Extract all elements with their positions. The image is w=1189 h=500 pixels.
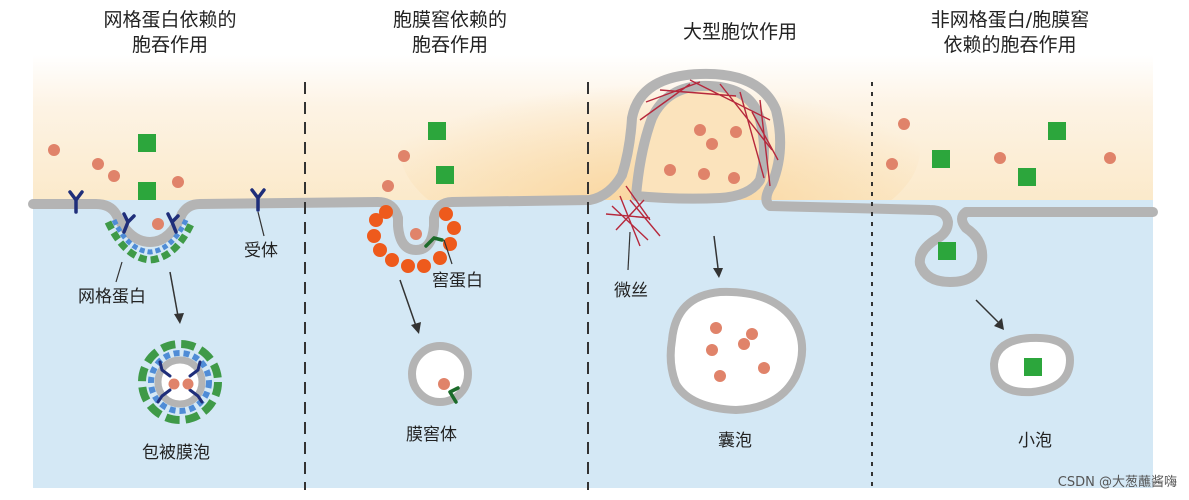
panel-independent — [886, 118, 1116, 397]
coated-vesicle-label: 包被膜泡 — [142, 443, 210, 463]
receptor-icon — [122, 212, 136, 234]
title-line: 网格蛋白依赖的 — [103, 9, 237, 31]
title-line: 大型胞饮作用 — [682, 21, 797, 43]
cargo-dot — [152, 218, 164, 230]
panel-caveolae — [367, 122, 472, 406]
coated-vesicle-coat — [138, 340, 222, 424]
clathrin-adaptor — [111, 218, 189, 255]
caveolin-label: 窖蛋白 — [432, 271, 483, 291]
caveosome — [408, 342, 472, 406]
cytoplasm — [33, 200, 1153, 488]
title-line: 胞吞作用 — [131, 34, 208, 56]
receptor-icon — [166, 212, 180, 234]
title-line: 非网格蛋白/胞膜窖 — [930, 9, 1090, 31]
panel-macropinocytosis — [605, 79, 806, 415]
panel-4-title: 非网格蛋白/胞膜窖 依赖的胞吞作用 — [890, 8, 1130, 58]
panel-1-title: 网格蛋白依赖的 胞吞作用 — [60, 8, 280, 58]
macropinosome-label: 囊泡 — [718, 431, 752, 451]
panel-clathrin — [48, 134, 266, 424]
watermark: CSDN @大葱蘸酱嗨 — [1057, 475, 1177, 490]
receptor-icon — [68, 190, 84, 214]
clathrin-label: 网格蛋白 — [78, 287, 146, 307]
microfilament-label: 微丝 — [614, 281, 648, 301]
title-line: 依赖的胞吞作用 — [943, 34, 1077, 56]
caveolin-coat — [367, 205, 461, 273]
actin-filaments — [605, 79, 779, 247]
panel-3-title: 大型胞饮作用 — [630, 20, 850, 45]
coated-vesicle — [154, 356, 206, 408]
panel-2-title: 胞膜窖依赖的 胞吞作用 — [350, 8, 550, 58]
receptor-label: 受体 — [244, 241, 278, 261]
title-line: 胞膜窖依赖的 — [392, 9, 507, 31]
title-line: 胞吞作用 — [411, 34, 488, 56]
macropinosome — [666, 287, 806, 415]
clathrin-coat — [104, 220, 196, 264]
caveosome-label: 膜窖体 — [406, 425, 457, 445]
plasma-membrane — [28, 68, 1158, 287]
receptor-icon — [250, 188, 266, 212]
small-vesicle-label: 小泡 — [1018, 431, 1052, 451]
